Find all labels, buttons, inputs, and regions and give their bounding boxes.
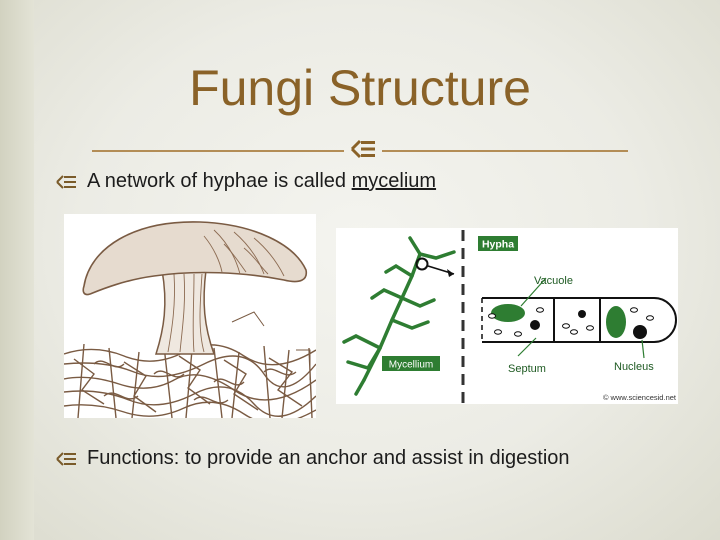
- septum-label-line: [517, 337, 537, 357]
- hypha-label: Hypha: [482, 239, 514, 251]
- chevron-bars-icon: [350, 139, 375, 159]
- title-rule-right: [382, 150, 628, 152]
- magnify-circle: [415, 257, 429, 271]
- soil-mycelium-network: [64, 343, 316, 418]
- mushroom-illustration-panel: [64, 214, 316, 418]
- mushroom-cap: [82, 221, 308, 296]
- hypha-cell-tube: [482, 297, 677, 343]
- stem-hyphae: [167, 273, 205, 353]
- mycelium-term: mycelium: [351, 170, 437, 192]
- organelles: [488, 307, 654, 337]
- nucleus-label: Nucleus: [614, 361, 654, 373]
- nucleus-label-line: [641, 339, 645, 359]
- vacuole-label-line: [520, 277, 547, 307]
- bullet-functions: Functions: to provide an anchor and assi…: [55, 447, 570, 470]
- nucleus-dot: [530, 320, 540, 330]
- decorative-left-band: [0, 0, 34, 540]
- copyright-credit: © www.sciencesid.net: [603, 393, 677, 402]
- pointer-line: [296, 349, 311, 380]
- chevron-bars-icon: [56, 451, 76, 466]
- bullet-text: A network of hyphae is called: [87, 170, 352, 192]
- hypha-diagram-panel: Hypha Vacuole Mycellium Septum Nucleus ©…: [336, 228, 678, 404]
- mycelium-branches: [342, 236, 456, 396]
- mushroom-illustration: [64, 221, 316, 418]
- chevron-bars-icon: [56, 174, 76, 189]
- nucleus-dot: [578, 310, 586, 318]
- pointer-line: [231, 311, 265, 327]
- bullet-mycelium: A network of hyphae is called mycelium: [55, 170, 436, 193]
- slide-title: Fungi Structure: [189, 60, 531, 116]
- cap-hyphae: [203, 229, 285, 277]
- hypha-diagram: Hypha Vacuole Mycellium Septum Nucleus ©…: [342, 230, 677, 404]
- mycelium-label: Mycellium: [389, 360, 433, 371]
- hypha-label-box: [478, 236, 518, 251]
- vacuole-label: Vacuole: [534, 275, 573, 287]
- mushroom-stem: [154, 269, 216, 355]
- bullet-text: Functions: to provide an anchor and assi…: [87, 447, 570, 469]
- title-rule-left: [92, 150, 344, 152]
- vacuole-right: [606, 306, 626, 338]
- septum-label: Septum: [508, 363, 546, 375]
- vacuole-left: [491, 304, 525, 322]
- arrow-head: [447, 269, 454, 277]
- mycelium-label-box: [382, 356, 440, 371]
- nucleus-dot: [633, 325, 647, 339]
